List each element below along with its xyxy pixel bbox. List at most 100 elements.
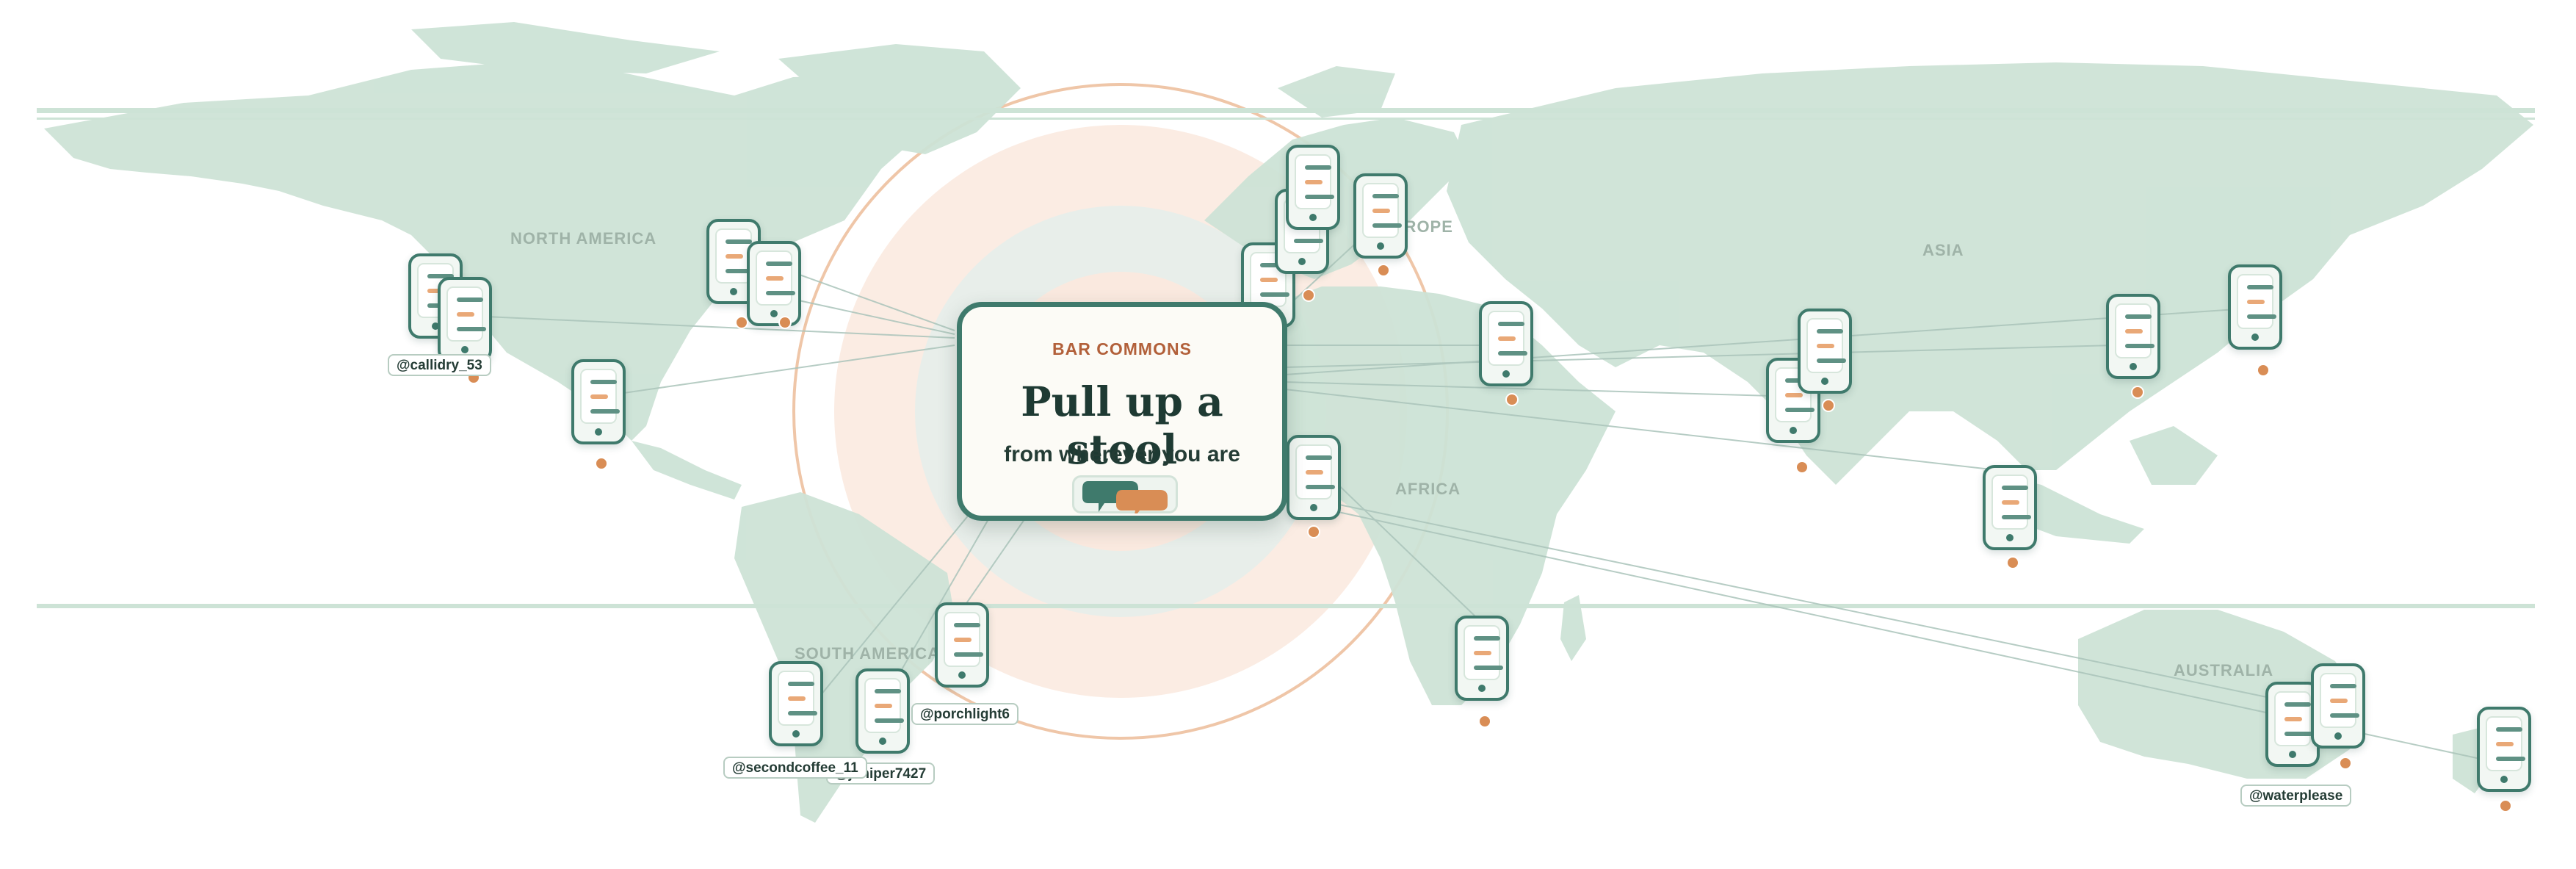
location-pin-icon — [2257, 364, 2270, 377]
message-line — [2002, 500, 2019, 505]
home-button — [2334, 732, 2342, 740]
home-button — [879, 738, 886, 745]
phone-icon[interactable] — [1287, 435, 1341, 520]
message-line — [726, 269, 755, 273]
label-africa: AFRICA — [1395, 480, 1461, 498]
message-line — [2496, 742, 2514, 746]
message-line — [2247, 300, 2265, 304]
message-line — [875, 704, 892, 708]
location-pin-icon — [2131, 386, 2144, 399]
location-pin-icon — [1377, 264, 1390, 277]
home-button — [2500, 776, 2508, 783]
message-line — [1306, 455, 1332, 460]
message-line — [2125, 314, 2152, 319]
phone-screen — [1295, 154, 1334, 209]
message-line — [2284, 732, 2314, 736]
location-pin-icon — [1505, 393, 1519, 406]
location-pin-icon — [778, 316, 792, 329]
message-line — [954, 638, 972, 642]
phone-screen — [2274, 691, 2314, 746]
phone-screen — [1991, 475, 2031, 530]
home-button — [770, 310, 778, 317]
message-line — [2247, 314, 2276, 319]
message-line — [1260, 278, 1278, 282]
home-button — [1478, 685, 1486, 692]
phone-icon[interactable] — [1798, 309, 1852, 394]
message-line — [2125, 329, 2143, 333]
phone-icon[interactable] — [769, 661, 823, 746]
message-line — [726, 239, 752, 244]
phone-screen — [864, 678, 904, 733]
user-handle[interactable]: @callidry_53 — [388, 354, 491, 376]
user-handle[interactable]: @secondcoffee_11 — [723, 757, 867, 779]
message-line — [2496, 757, 2525, 761]
message-line — [954, 623, 980, 627]
location-pin-icon — [1822, 399, 1835, 412]
phone-icon[interactable] — [2311, 663, 2365, 749]
message-line — [427, 274, 454, 278]
phone-icon[interactable] — [2106, 294, 2160, 379]
phone-icon[interactable] — [855, 668, 910, 754]
message-line — [1305, 165, 1331, 170]
label-north-america: NORTH AMERICA — [510, 229, 656, 248]
message-line — [2002, 515, 2031, 519]
message-line — [766, 276, 784, 281]
latitude-bands — [37, 108, 2535, 608]
message-line — [2496, 727, 2522, 732]
welcome-card: BAR COMMONS Pull up a stool from whereve… — [957, 302, 1287, 521]
phone-icon[interactable] — [571, 359, 626, 444]
message-line — [1294, 239, 1323, 243]
message-line — [1785, 393, 1803, 397]
message-line — [954, 652, 983, 657]
message-line — [1817, 358, 1846, 363]
phone-screen — [1362, 183, 1402, 238]
phone-screen — [446, 286, 486, 342]
phone-screen — [2486, 716, 2525, 771]
phone-icon[interactable] — [438, 277, 492, 362]
phone-icon[interactable] — [1479, 301, 1533, 386]
message-line — [2330, 684, 2356, 688]
location-pin-icon — [1478, 715, 1491, 728]
message-line — [590, 409, 620, 414]
message-line — [1372, 209, 1390, 213]
join-chat-button[interactable] — [1072, 475, 1178, 513]
phone-screen — [2115, 303, 2154, 358]
user-handle[interactable]: @waterplease — [2240, 785, 2352, 807]
phone-icon[interactable] — [1353, 173, 1408, 259]
brand-name: BAR COMMONS — [1052, 339, 1192, 358]
phone-icon[interactable] — [2228, 264, 2282, 350]
phone-icon[interactable] — [747, 241, 801, 326]
message-line — [1372, 194, 1399, 198]
phone-screen — [944, 612, 983, 667]
home-button — [2289, 751, 2296, 758]
location-pin-icon — [2499, 799, 2512, 812]
phone-screen — [2320, 673, 2359, 728]
location-pin-icon — [2006, 556, 2019, 569]
phone-icon[interactable] — [1766, 358, 1820, 443]
label-australia: AUSTRALIA — [2174, 661, 2273, 679]
message-line — [590, 380, 617, 384]
phone-icon[interactable] — [935, 602, 989, 688]
phone-icon[interactable] — [1286, 145, 1340, 230]
message-line — [875, 689, 901, 693]
message-line — [1785, 408, 1815, 412]
phone-icon[interactable] — [2265, 682, 2320, 767]
phone-icon[interactable] — [1455, 616, 1509, 701]
message-line — [1474, 636, 1500, 641]
message-line — [2002, 486, 2028, 490]
home-button — [1790, 427, 1797, 434]
message-line — [766, 262, 792, 266]
phone-icon[interactable] — [2477, 707, 2531, 792]
message-line — [427, 289, 445, 293]
home-button — [1502, 370, 1510, 378]
message-line — [2330, 699, 2348, 703]
user-handle[interactable]: @porchlight6 — [911, 703, 1019, 725]
label-asia: ASIA — [1922, 241, 1964, 259]
message-line — [1474, 666, 1503, 670]
message-line — [2284, 717, 2302, 721]
message-line — [2330, 713, 2359, 718]
phone-screen — [1295, 444, 1335, 500]
message-line — [457, 298, 483, 302]
home-button — [792, 730, 800, 738]
phone-icon[interactable] — [1983, 465, 2037, 550]
